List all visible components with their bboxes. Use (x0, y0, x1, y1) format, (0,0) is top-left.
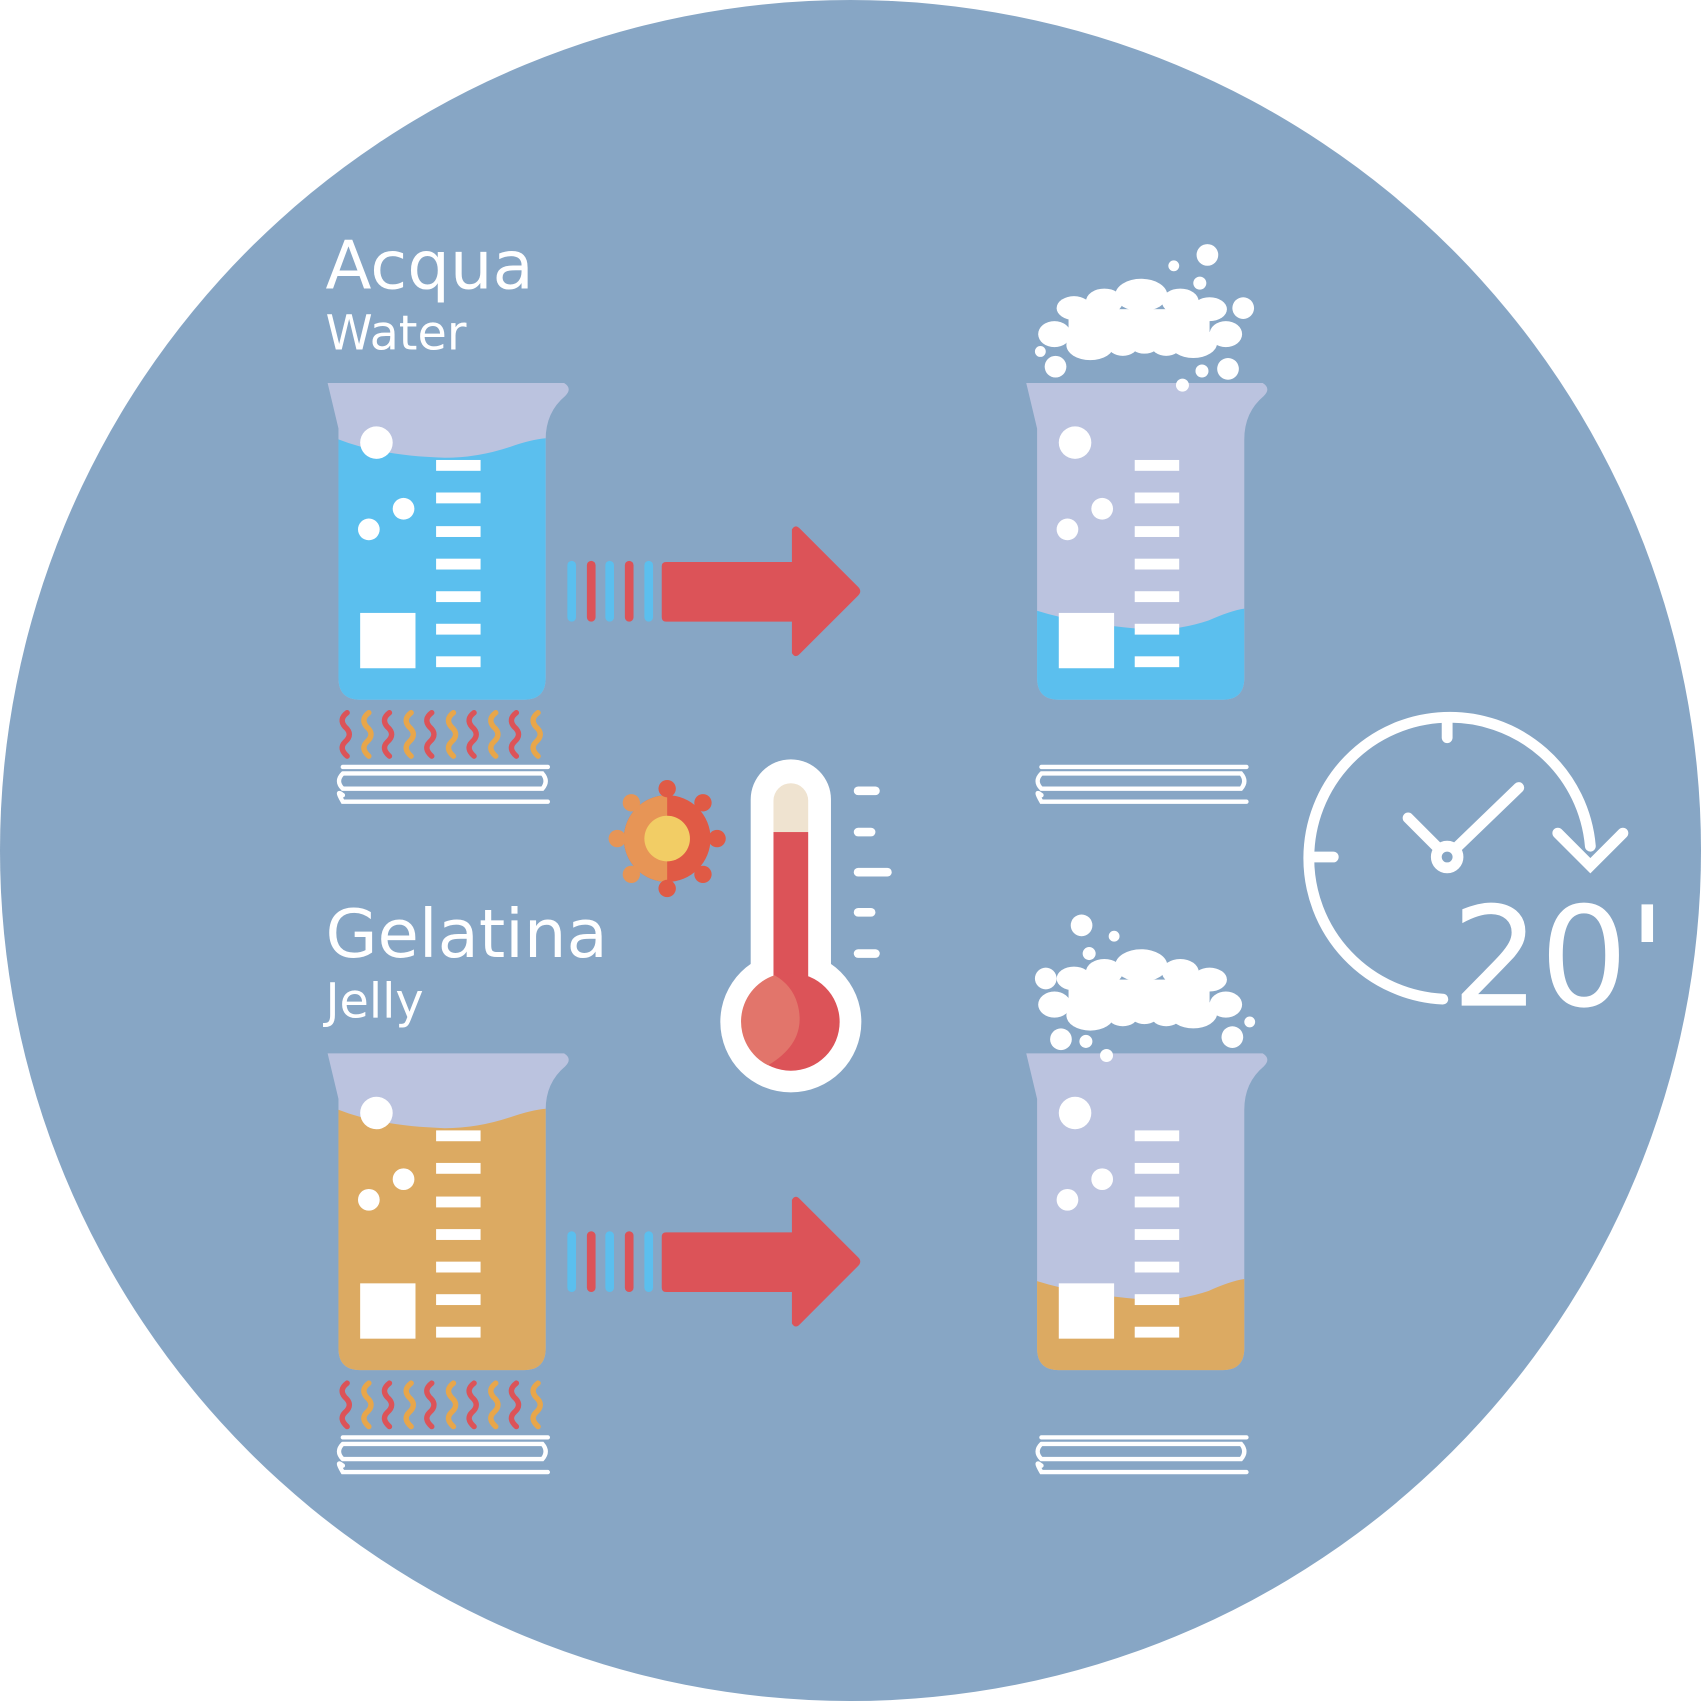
jelly-title: Gelatina (325, 895, 607, 973)
sun-icon (608, 779, 726, 898)
jelly-subtitle: Jelly (322, 975, 423, 1030)
steam-icon (1034, 914, 1256, 1063)
water-beaker-heated (327, 382, 569, 700)
steam-icon (1034, 244, 1255, 392)
jelly-beaker-heated (327, 1053, 569, 1371)
water-subtitle: Water (325, 306, 466, 361)
clock-timer-icon (1303, 711, 1629, 1005)
water-title: Acqua (325, 227, 533, 305)
timer-label: 20' (1451, 877, 1666, 1039)
thermometer-icon (720, 759, 892, 1093)
